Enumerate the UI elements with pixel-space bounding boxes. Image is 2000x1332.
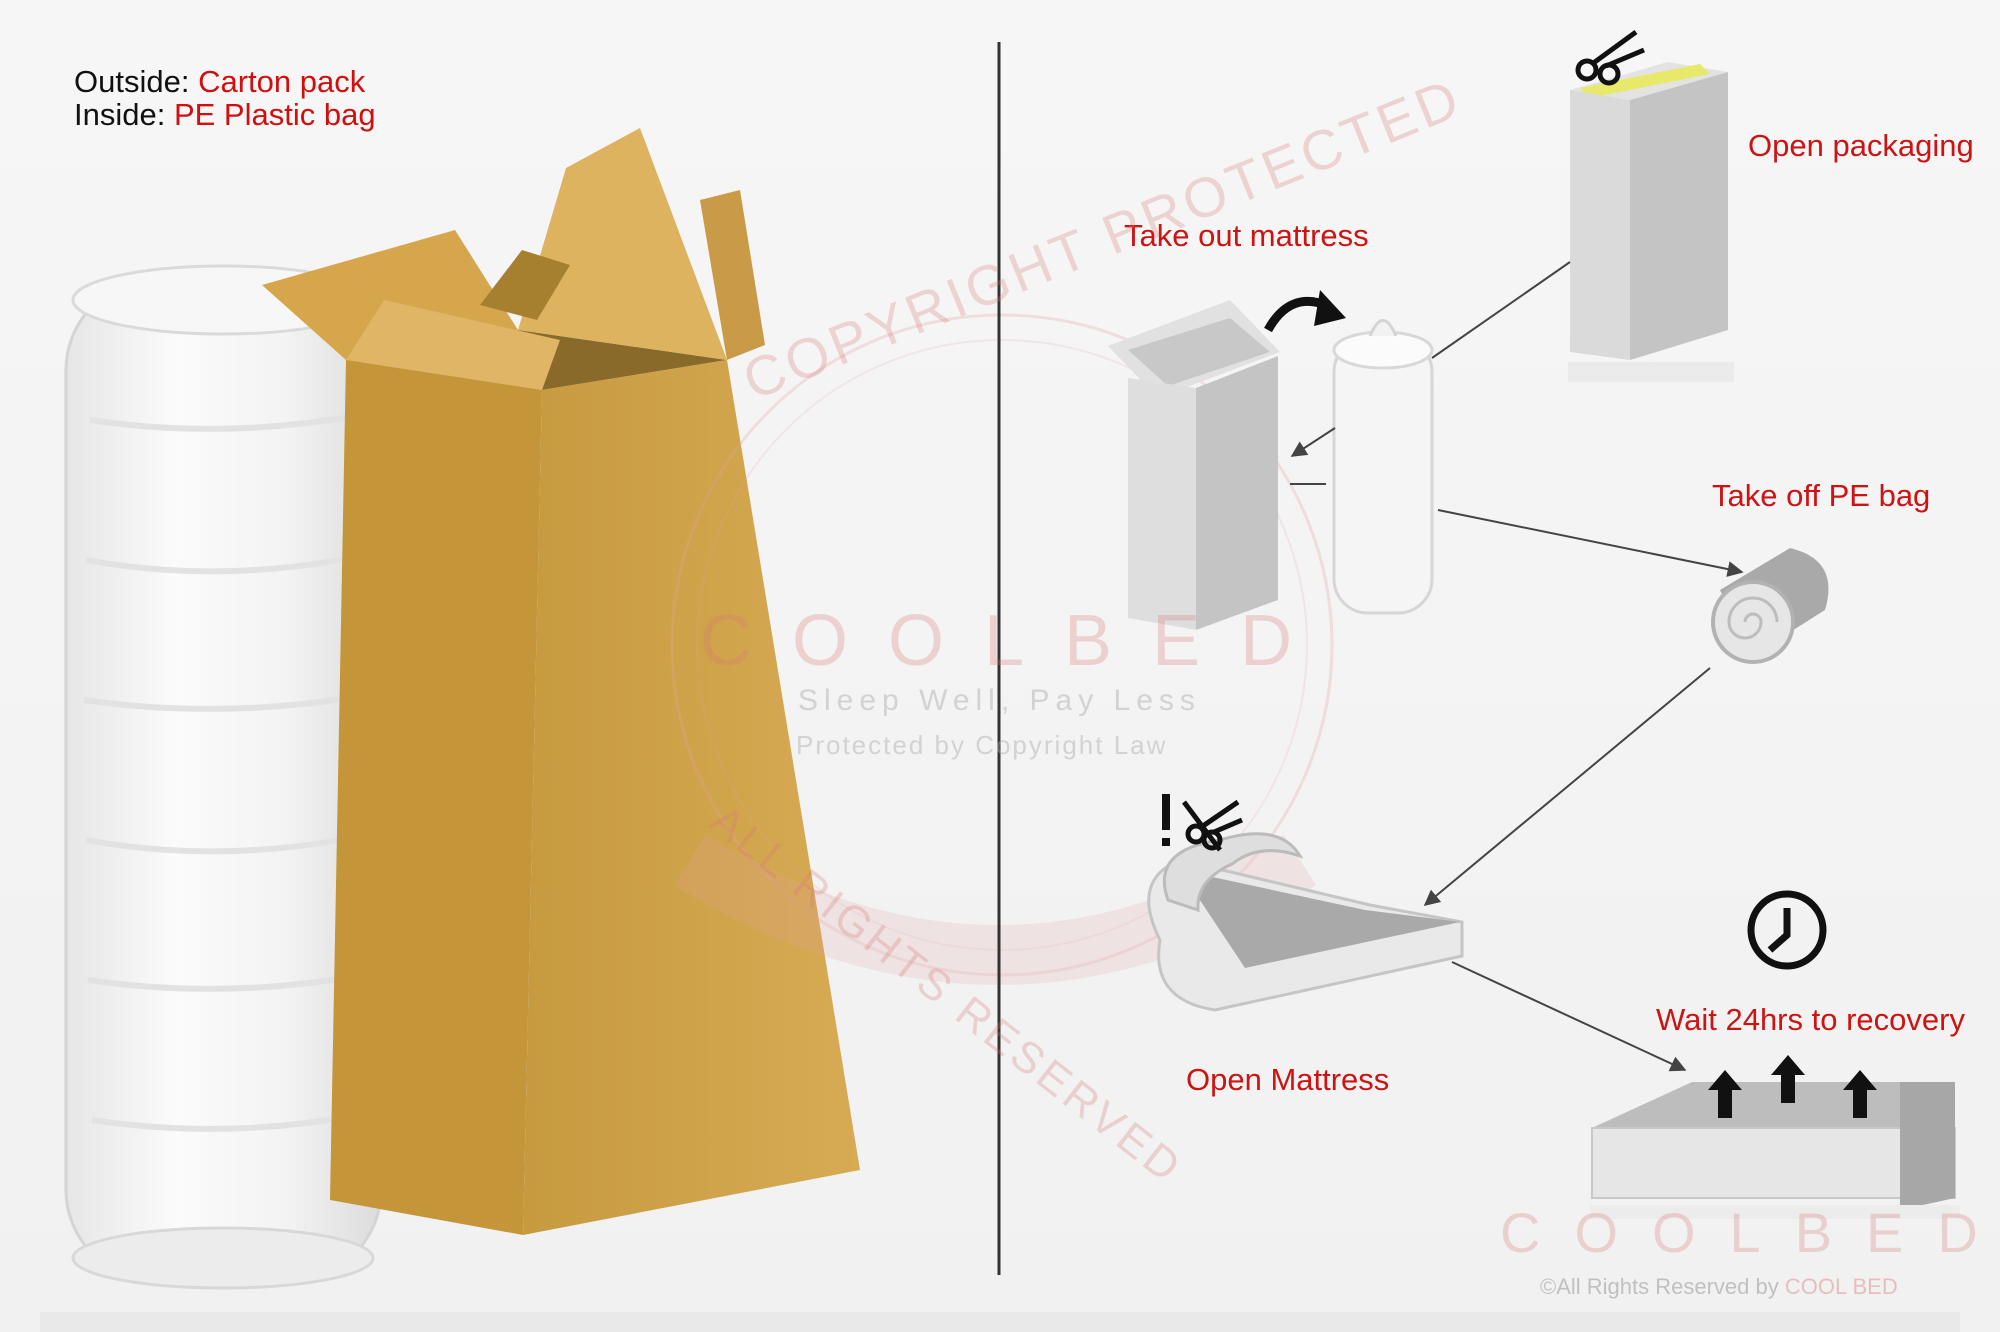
open-box: [1108, 300, 1280, 630]
watermark-tagline: Sleep Well, Pay Less: [798, 684, 1201, 717]
bare-roll: [1711, 548, 1829, 664]
legend-outside-label: Outside:: [74, 64, 190, 99]
floor-strip: [40, 1312, 1960, 1332]
watermark-footer-brand: COOL BED: [1784, 1274, 1898, 1299]
arrow-open-to-wait: [1451, 961, 1687, 1072]
watermark-footer-prefix: ©All Rights Reserved by: [1540, 1274, 1785, 1299]
label-take-out-mattress: Take out mattress: [1124, 218, 1369, 253]
arrow-bare-to-open: [1423, 667, 1711, 907]
watermark-footer: ©All Rights Reserved by COOL BED: [1540, 1274, 1898, 1300]
carton-box: [262, 128, 860, 1235]
up-arrow-icon: [1708, 1055, 1877, 1118]
watermark-brand-small: COOLBED: [1500, 1201, 2000, 1264]
flow-arrows: [1290, 261, 1744, 1072]
clock-icon: [1747, 890, 1827, 970]
unrolling-mattress: [1147, 832, 1464, 1012]
arrow-roll-to-bare: [1437, 509, 1744, 577]
recovered-mattress: [1590, 1082, 1960, 1219]
legend-inside: Inside: PE Plastic bag: [74, 99, 376, 130]
label-wait: Wait 24hrs to recovery: [1656, 1002, 1965, 1037]
watermark-brand: COOLBED: [700, 601, 1333, 681]
label-take-off-pe-bag: Take off PE bag: [1712, 478, 1931, 513]
scissors-icon: [1575, 29, 1645, 86]
label-open-packaging: Open packaging: [1748, 128, 1974, 163]
curved-arrow-icon: [1264, 290, 1346, 333]
arrow-package-to-roll: [1431, 261, 1571, 359]
legend-outside-value: Carton pack: [198, 64, 366, 99]
small-roll-in-bag: [1332, 319, 1434, 615]
sealed-box: [1568, 62, 1734, 382]
warning-no-scissors-icon: [1162, 794, 1243, 852]
legend-outside: Outside: Carton pack: [74, 66, 365, 97]
legend-inside-value: PE Plastic bag: [173, 97, 376, 132]
watermark-law: Protected by Copyright Law: [796, 730, 1168, 760]
legend-inside-label: Inside:: [74, 97, 166, 132]
label-open-mattress: Open Mattress: [1186, 1062, 1390, 1097]
arrow-roll-to-box: [1290, 427, 1336, 457]
